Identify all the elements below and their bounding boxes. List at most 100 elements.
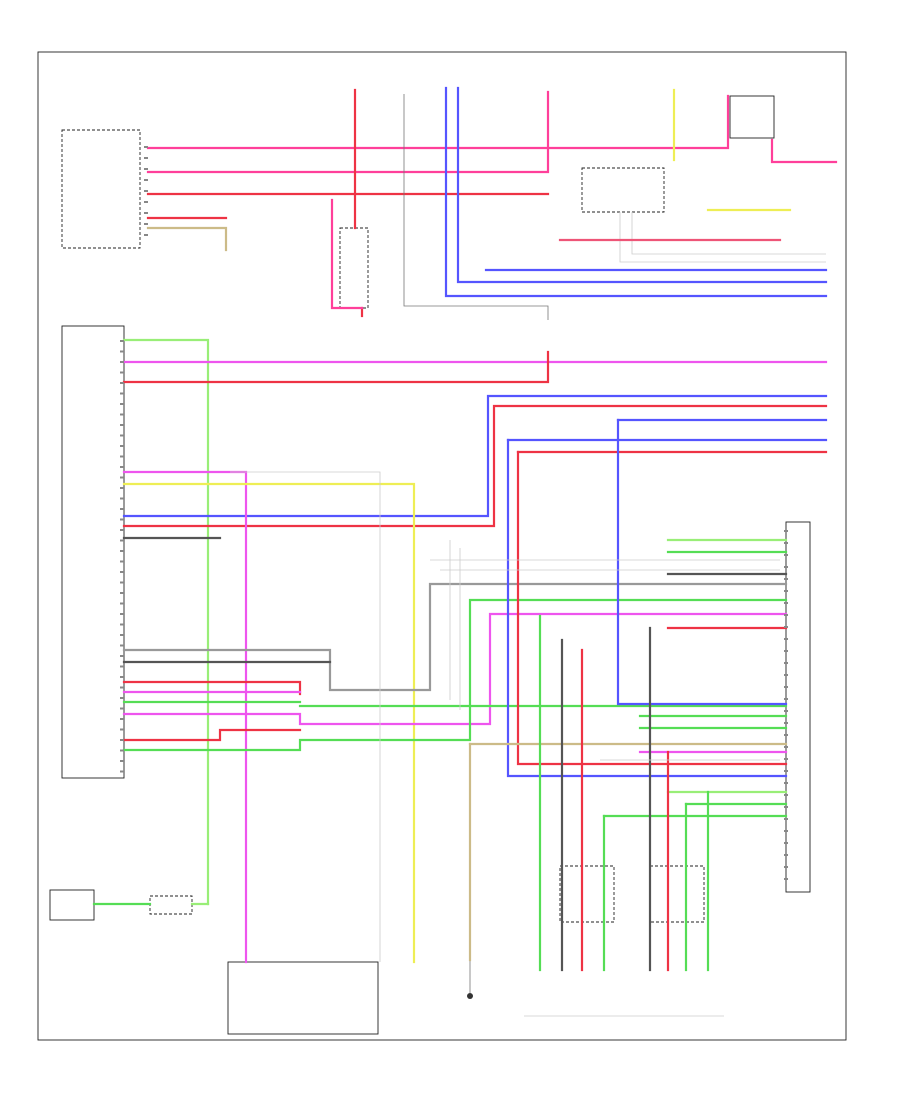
wire-blue-vert-1 — [444, 86, 828, 298]
right-module-pin-marker — [784, 782, 788, 784]
ignition-switch-box — [227, 961, 379, 1035]
right-module-pin-marker — [784, 686, 788, 688]
meter-pin-marker — [144, 190, 148, 192]
module-pin-marker — [120, 434, 124, 437]
module-pin-marker — [120, 644, 124, 647]
wire-red-module — [122, 350, 550, 384]
wire-pink-2 — [146, 90, 550, 174]
wire-red-module-2 — [122, 404, 828, 528]
left-switch-box — [49, 889, 95, 921]
module-pin-marker — [120, 340, 124, 342]
wire-green-low-8 — [122, 598, 788, 752]
fuse-block-box — [339, 227, 369, 309]
control-module-box — [61, 325, 125, 779]
module-pin-marker — [120, 676, 124, 678]
module-pin-marker — [120, 413, 124, 416]
module-pin-marker — [120, 350, 124, 353]
right-module-pin-marker — [784, 818, 788, 820]
right-module-pin-marker — [784, 878, 788, 880]
module-pin-marker — [120, 445, 124, 447]
module-pin-marker — [120, 655, 124, 657]
right-module-pin-marker — [784, 710, 788, 712]
module-pin-marker — [120, 529, 124, 531]
module-pin-marker — [120, 455, 124, 458]
module-pin-marker — [120, 361, 124, 363]
meter-pin-marker — [144, 212, 148, 214]
wire-blue-right-8 — [506, 438, 788, 778]
diagram-frame — [37, 51, 847, 1041]
right-module-pin-marker — [784, 530, 788, 532]
wire-gray-right-2 — [631, 212, 826, 255]
module-pin-marker — [120, 382, 124, 384]
module-pin-marker — [120, 539, 124, 542]
wire-magenta-low-6 — [122, 612, 788, 726]
module-pin-marker — [120, 728, 124, 731]
wire-red-low-7 — [122, 728, 302, 742]
module-pin-marker — [120, 602, 124, 605]
meter-pin-marker — [144, 168, 148, 170]
module-pin-marker — [120, 403, 124, 405]
right-module-pin-marker — [784, 626, 788, 628]
module-pin-marker — [120, 466, 124, 468]
module-pin-marker — [120, 718, 124, 720]
right-module-pin-marker — [784, 674, 788, 676]
module-pin-marker — [120, 497, 124, 500]
wire-red-low-3 — [122, 680, 302, 696]
module-pin-marker — [120, 424, 124, 426]
right-module-pin-marker — [784, 722, 788, 724]
wire-pink-vert — [330, 198, 364, 310]
right-module-pin-marker — [784, 758, 788, 760]
meter-pin-marker — [144, 223, 148, 225]
components — [49, 95, 811, 1035]
module-pin-marker — [120, 665, 124, 668]
right-module-pin-marker — [784, 854, 788, 856]
module-pin-marker — [120, 686, 124, 689]
module-pin-marker — [120, 550, 124, 552]
right-module-pin-marker — [784, 770, 788, 772]
right-module-pin-marker — [784, 638, 788, 640]
right-module-pin-marker — [784, 866, 788, 868]
module-pin-marker — [120, 571, 124, 573]
right-module-pin-marker — [784, 734, 788, 736]
right-module-pin-marker — [784, 554, 788, 556]
right-module-pin-marker — [784, 566, 788, 568]
right-module-box — [785, 521, 811, 893]
right-module-pin-marker — [784, 614, 788, 616]
ground-symbol — [467, 960, 473, 999]
sensor-connector-right — [649, 865, 705, 923]
combination-meter-box — [61, 129, 141, 249]
module-pin-marker — [120, 518, 124, 521]
meter-pin-marker — [144, 157, 148, 159]
module-pin-marker — [120, 371, 124, 374]
meter-pin-marker — [144, 234, 148, 236]
module-pin-marker — [120, 476, 124, 479]
module-pin-marker — [120, 697, 124, 699]
module-pin-marker — [120, 739, 124, 741]
module-pin-marker — [120, 592, 124, 594]
module-pin-marker — [120, 560, 124, 563]
wire-gray-right-1 — [619, 212, 826, 263]
module-pin-marker — [120, 749, 124, 752]
module-pin-marker — [120, 487, 124, 489]
right-module-pin-marker — [784, 590, 788, 592]
switch-cluster-box — [581, 167, 665, 213]
wire-gray-vert — [403, 94, 549, 320]
wire-blue-right-4 — [616, 418, 788, 706]
wire-magenta-module-2 — [122, 470, 248, 964]
right-module-pin-marker — [784, 842, 788, 844]
right-module-pin-marker — [784, 746, 788, 748]
right-module-pin-marker — [784, 578, 788, 580]
wire-lightgreen-module-top — [122, 338, 210, 906]
meter-pin-marker — [144, 179, 148, 181]
right-module-pin-marker — [784, 806, 788, 808]
relay-box — [729, 95, 775, 139]
module-pin-marker — [120, 707, 124, 710]
right-module-pin-marker — [784, 602, 788, 604]
module-pin-marker — [120, 613, 124, 615]
wire-pink-top — [146, 94, 730, 150]
wire-tan-meter — [146, 226, 228, 252]
right-module-pin-marker — [784, 650, 788, 652]
wire-blue-module-1 — [122, 394, 828, 518]
sensor-connector-left — [559, 865, 615, 923]
